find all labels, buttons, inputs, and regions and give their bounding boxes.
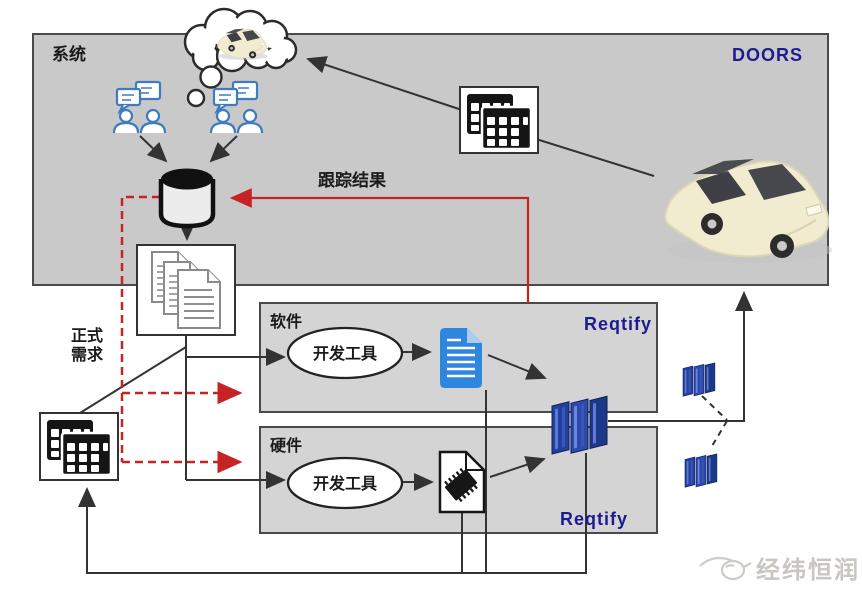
- requirement-documents-icon: [136, 244, 236, 336]
- dashed-link-lower-module: [711, 420, 728, 447]
- tracking-result-label: 跟踪结果: [318, 170, 386, 190]
- thought-bubble-small: [186, 88, 206, 108]
- tracking-result-line: [229, 188, 530, 303]
- feedback-line-to-table: [78, 453, 587, 574]
- formal-requirement-line2: 需求: [71, 345, 104, 364]
- requirements-table-icon: [39, 412, 119, 481]
- software-spec-document-icon: [440, 328, 482, 388]
- arrow-people-left-to-database: [139, 135, 168, 163]
- software-reqtify-label: Reqtify: [584, 314, 652, 334]
- line-reqtify-db-to-system: [608, 291, 753, 422]
- hardware-chip-document-icon: [438, 450, 486, 514]
- arrow-software-doc-to-reqtify-db: [487, 354, 547, 380]
- formal-requirement-dashed-line: [120, 195, 160, 462]
- doors-table-icon: [459, 86, 539, 154]
- line-doors-table-to-car: [535, 138, 655, 177]
- formal-requirement-line1: 正式: [71, 326, 103, 345]
- hardware-label: 硬件: [270, 436, 302, 455]
- reqtify-module-upper-icon: [682, 362, 716, 397]
- hardware-process-label: 开发工具: [313, 474, 377, 493]
- arrow-people-right-to-database: [209, 135, 238, 163]
- arrow-doors-table-to-cloud: [306, 56, 463, 111]
- software-process-ellipse: [286, 326, 404, 380]
- software-process-label: 开发工具: [313, 344, 377, 363]
- arrow-hardware-doc-to-reqtify-db: [489, 456, 546, 478]
- thought-bubble-large: [199, 65, 223, 89]
- dashed-link-upper-module: [701, 395, 728, 421]
- hardware-reqtify-label: Reqtify: [560, 509, 628, 529]
- reqtify-module-lower-icon: [684, 453, 718, 488]
- doors-label: DOORS: [732, 45, 803, 65]
- watermark-text: 经纬恒润: [756, 556, 860, 584]
- software-label: 软件: [270, 312, 302, 331]
- watermark-logo-icon: [699, 556, 752, 581]
- system-label: 系统: [52, 44, 86, 64]
- database-cylinder-icon: [158, 168, 216, 229]
- reqtify-database-icon: [551, 395, 608, 455]
- line-table-to-documents: [79, 346, 187, 414]
- hardware-process-ellipse: [286, 456, 404, 510]
